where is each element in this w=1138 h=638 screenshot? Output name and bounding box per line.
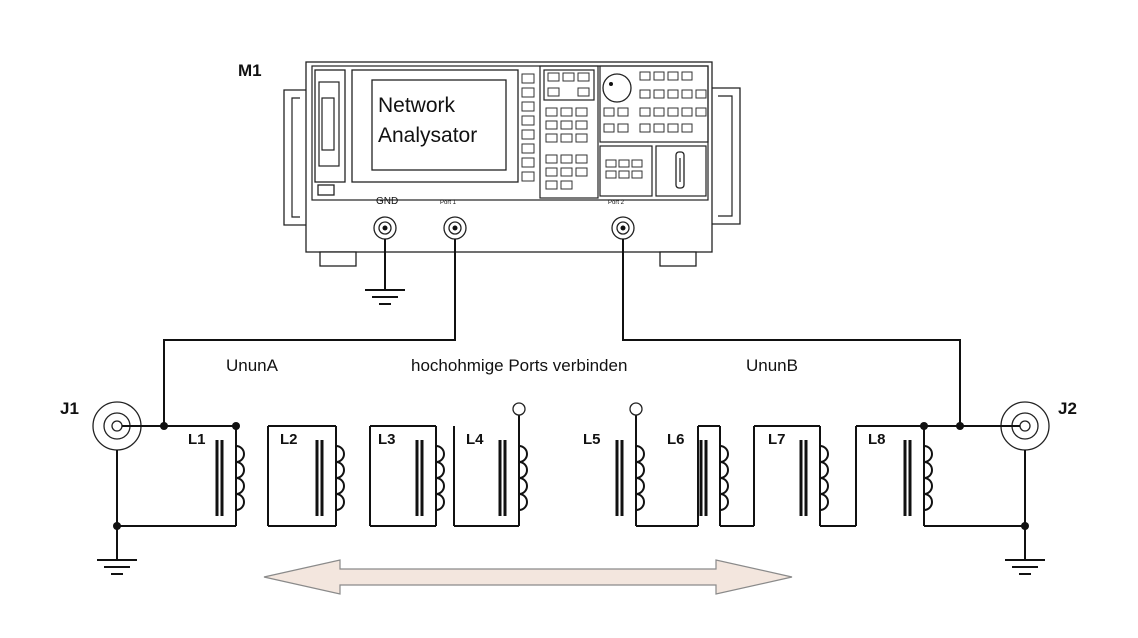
inductor-l8: [903, 440, 933, 516]
winding: [923, 445, 933, 511]
l4-hi-z-terminal: [512, 402, 526, 416]
inductor-l7: [799, 440, 829, 516]
inductor-l4: [498, 440, 528, 516]
ununb-label: UnunB: [746, 356, 798, 375]
coil-label-l8: L8: [868, 431, 886, 448]
coil-label-l5: L5: [583, 431, 601, 448]
ununa-wiring: [113, 402, 526, 560]
j2-label: J2: [1058, 399, 1077, 418]
inductor-l1: [215, 440, 245, 516]
port2-connector: [611, 216, 635, 240]
coil-label-l6: L6: [667, 431, 685, 448]
j2-connector: [1000, 401, 1050, 451]
analyzer-ground-symbol: [365, 239, 405, 305]
foot-right: [659, 251, 697, 267]
winding: [719, 445, 729, 511]
l5-hi-z-terminal: [629, 402, 643, 416]
ununa-label: UnunA: [226, 356, 279, 375]
winding: [635, 445, 645, 511]
inductor-l2: [315, 440, 345, 516]
display-screen: [371, 79, 507, 171]
port1-label: Port 1: [440, 200, 457, 206]
winding: [518, 445, 528, 511]
j2-ground-symbol: [1005, 559, 1045, 575]
left-handle: [283, 89, 306, 226]
gnd-label: GND: [376, 196, 398, 207]
coil-label-l4: L4: [466, 431, 484, 448]
inductor-l3: [415, 440, 445, 516]
gnd-connector: [373, 216, 397, 240]
coil-label-l3: L3: [378, 431, 396, 448]
inductor-l5: [615, 440, 645, 516]
screen-text-line1: Network: [378, 94, 456, 117]
coil-label-l2: L2: [280, 431, 298, 448]
right-handle: [712, 87, 741, 225]
coil-label-l7: L7: [768, 431, 786, 448]
keypad-panel: [539, 65, 599, 199]
softkeys: [521, 73, 535, 182]
coils: [215, 440, 933, 516]
winding: [435, 445, 445, 511]
port1-connector: [443, 216, 467, 240]
j1-ground-symbol: [97, 559, 137, 575]
middle-label: hochohmige Ports verbinden: [411, 356, 627, 375]
coil-label-l1: L1: [188, 431, 206, 448]
rotary-knob: [602, 73, 632, 103]
j1-label: J1: [60, 399, 79, 418]
double-arrow: [263, 559, 793, 595]
network-analyzer: Network Analysator: [238, 61, 741, 267]
screen-text-line2: Analysator: [378, 124, 477, 147]
port2-lead: [622, 239, 961, 426]
port2-label: Port 2: [608, 200, 625, 206]
winding: [335, 445, 345, 511]
winding: [235, 445, 245, 511]
control-panel: [599, 65, 709, 197]
device-id-label: M1: [238, 61, 262, 80]
foot-left: [319, 251, 357, 267]
inductor-l6: [699, 440, 729, 516]
winding: [819, 445, 829, 511]
port1-lead: [163, 239, 456, 426]
ununb-wiring: [629, 402, 1029, 560]
disk-slot: [314, 69, 346, 183]
port-leads: [163, 239, 961, 426]
